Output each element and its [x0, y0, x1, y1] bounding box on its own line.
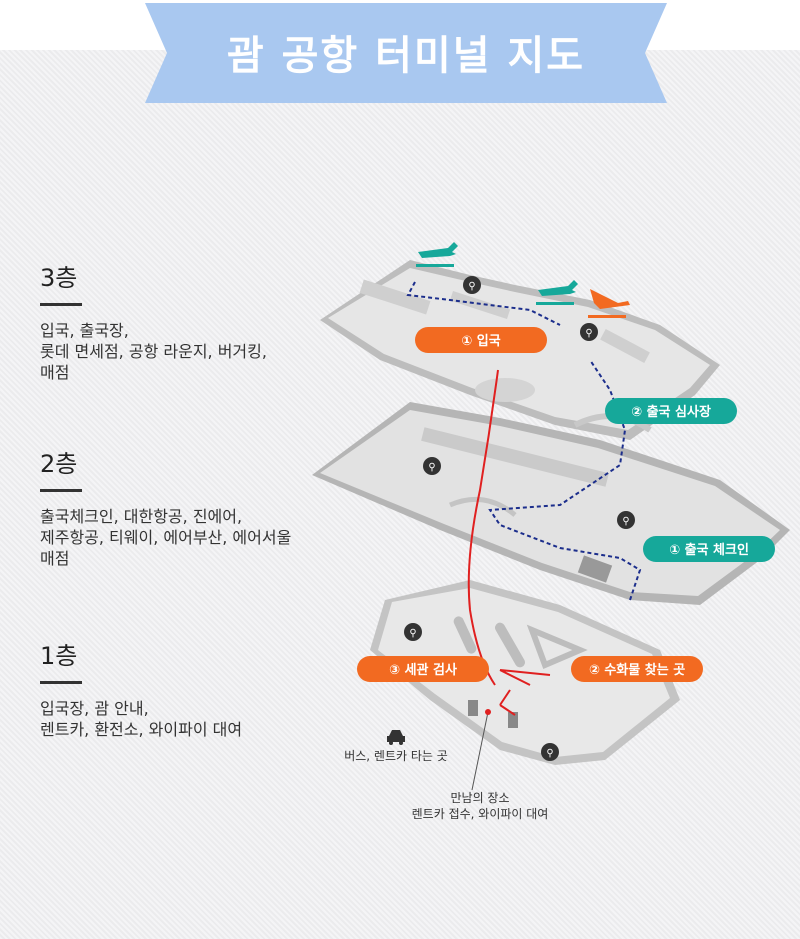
floor-1-line-1: 입국장, 괌 안내, — [40, 699, 149, 718]
baggage-route — [499, 669, 551, 716]
divider — [40, 489, 82, 492]
restroom-icon: ⚲ — [463, 276, 481, 294]
title-ribbon: 괌 공항 터미널 지도 — [145, 3, 667, 103]
svg-text:① 입국: ① 입국 — [461, 334, 500, 349]
floor-3-desc: 입국, 출국장, 롯데 면세점, 공항 라운지, 버거킹, 매점 — [40, 320, 267, 383]
svg-text:③ 세관 검사: ③ 세관 검사 — [389, 662, 457, 678]
floor-3-title: 3층 — [40, 264, 78, 292]
meeting-label-2: 렌트카 접수, 와이파이 대여 — [412, 807, 549, 821]
arrival-route — [467, 369, 499, 686]
meeting-label-1: 만남의 장소 — [450, 791, 509, 805]
page-title: 괌 공항 터미널 지도 — [226, 33, 586, 79]
arrival-label: ① 입국 — [415, 327, 547, 353]
svg-text:⚲: ⚲ — [546, 748, 553, 759]
floor-2-plan — [312, 402, 790, 605]
floor-2-title: 2층 — [40, 450, 78, 478]
floor-2-line-2: 제주항공, 티웨이, 에어부산, 에어서울 — [40, 528, 292, 547]
restroom-icon: ⚲ — [580, 323, 598, 341]
floor-2-line-3: 매점 — [40, 549, 70, 568]
floor-3-line-1: 입국, 출국장, — [40, 321, 129, 340]
floor-2-desc: 출국체크인, 대한항공, 진에어, 제주항공, 티웨이, 에어부산, 에어서울 … — [40, 506, 291, 569]
floor-3-line-2: 롯데 면세점, 공항 라운지, 버거킹, — [40, 342, 267, 361]
airplane-arrival-icon — [416, 242, 458, 267]
restroom-icon: ⚲ — [423, 457, 441, 475]
car-icon — [387, 730, 405, 745]
restroom-icon: ⚲ — [617, 511, 635, 529]
floor-1-title: 1층 — [40, 642, 78, 670]
svg-text:⚲: ⚲ — [428, 462, 435, 473]
checkin-label: ① 출국 체크인 — [643, 536, 775, 562]
arrival-walkway — [406, 281, 561, 326]
terminal-map: ⚲ ⚲ ⚲ ⚲ ⚲ ⚲ ① 입국 ② 출국 심사장 ① 출국 체크인 ③ 세관 … — [312, 242, 790, 821]
svg-text:① 출국 체크인: ① 출국 체크인 — [669, 542, 749, 558]
floor-3-info: 3층 입국, 출국장, 롯데 면세점, 공항 라운지, 버거킹, 매점 — [40, 258, 267, 383]
floor-1-line-2: 렌트카, 환전소, 와이파이 대여 — [40, 720, 243, 739]
airplane-departure-icon — [588, 289, 630, 318]
restroom-icon: ⚲ — [541, 743, 559, 761]
departure-check-label: ② 출국 심사장 — [605, 398, 737, 424]
divider — [40, 303, 82, 306]
baggage-label: ② 수화물 찾는 곳 — [571, 656, 703, 682]
floor-1-info: 1층 입국장, 괌 안내, 렌트카, 환전소, 와이파이 대여 — [40, 636, 242, 740]
restroom-icon: ⚲ — [404, 623, 422, 641]
floor-2-info: 2층 출국체크인, 대한항공, 진에어, 제주항공, 티웨이, 에어부산, 에어… — [40, 444, 291, 569]
divider — [40, 681, 82, 684]
svg-text:② 출국 심사장: ② 출국 심사장 — [631, 404, 711, 420]
meeting-dot — [485, 709, 491, 715]
bus-label: 버스, 렌트카 타는 곳 — [344, 749, 448, 763]
floor-1-desc: 입국장, 괌 안내, 렌트카, 환전소, 와이파이 대여 — [40, 698, 242, 740]
meeting-pointer — [471, 711, 489, 791]
airplane-departure-icon — [536, 280, 578, 305]
svg-text:⚲: ⚲ — [622, 516, 629, 527]
floor-3-line-3: 매점 — [40, 363, 70, 382]
svg-text:⚲: ⚲ — [409, 628, 416, 639]
floor-2-line-1: 출국체크인, 대한항공, 진에어, — [40, 507, 243, 526]
svg-text:⚲: ⚲ — [468, 281, 475, 292]
departure-route — [488, 359, 642, 601]
svg-text:⚲: ⚲ — [585, 328, 592, 339]
customs-label: ③ 세관 검사 — [357, 656, 489, 682]
svg-text:② 수화물 찾는 곳: ② 수화물 찾는 곳 — [589, 662, 685, 678]
